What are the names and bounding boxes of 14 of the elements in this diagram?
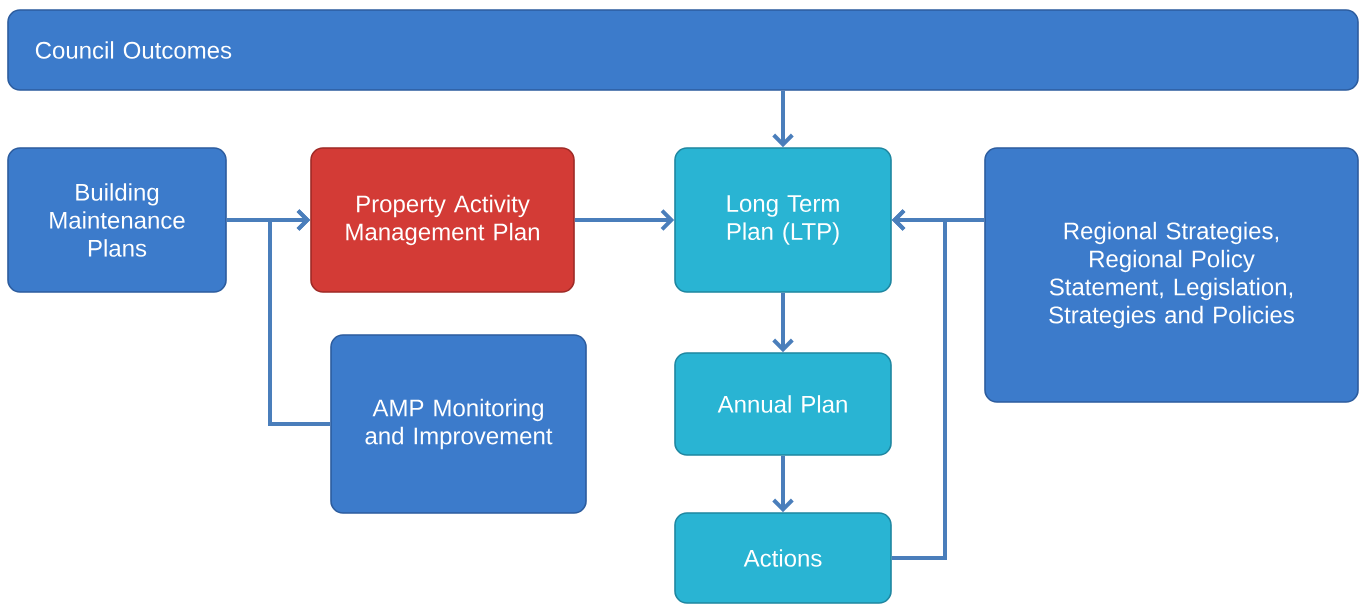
arrow	[772, 90, 794, 148]
process-box: Annual Plan	[674, 352, 892, 456]
process-box: AMP Monitoring and Improvement	[330, 334, 587, 514]
process-box: Long Term Plan (LTP)	[674, 147, 892, 293]
banner: Council Outcomes	[7, 9, 1359, 91]
arrow	[891, 209, 947, 560]
process-box: Property Activity Management Plan	[310, 147, 575, 293]
arrow	[574, 209, 675, 231]
process-box: Actions	[674, 512, 892, 604]
arrow	[268, 209, 331, 426]
process-box: Regional Strategies, Regional Policy Statement, Legislation, Strategies and Policies	[984, 147, 1359, 403]
arrow	[772, 455, 794, 513]
process-box: Building Maintenance Plans	[7, 147, 227, 293]
arrow	[772, 292, 794, 353]
